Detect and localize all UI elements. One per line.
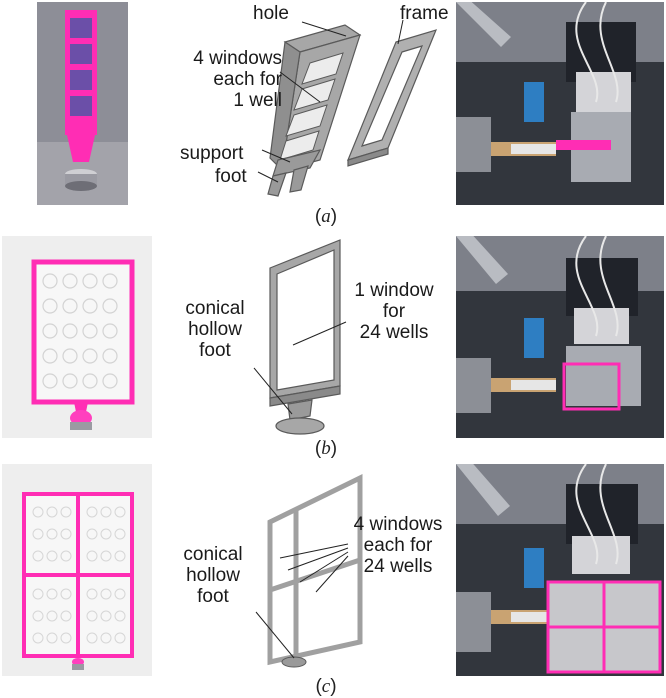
label-foot-b-line2: hollow (188, 319, 242, 340)
photo-beamline-c (456, 464, 664, 676)
label-foot-b-line1: conical (185, 298, 245, 319)
panel-c: 4 windows each for 24 wells conical holl… (0, 464, 666, 697)
photo-24-well-holder (2, 236, 152, 438)
panel-b: 1 window for 24 wells conical hollow foo… (0, 228, 666, 464)
label-window-b: 1 window for 24 wells (342, 280, 446, 343)
label-foot-b: conical hollow foot (170, 298, 260, 361)
label-windows-c: 4 windows each for 24 wells (348, 514, 448, 577)
photo-single-well-holder (37, 2, 128, 205)
label-window-b-line1: 1 window (354, 280, 434, 301)
caption-b-letter: b (321, 438, 331, 459)
label-windows-a-line3: 1 well (233, 90, 282, 111)
label-support: support (180, 143, 244, 164)
label-hole: hole (253, 3, 289, 24)
caption-a: (a) (314, 206, 338, 227)
photo-beamline-b (456, 236, 664, 438)
caption-c: (c) (315, 676, 337, 697)
label-window-b-line2: for (382, 301, 406, 322)
label-foot-c-line2: hollow (186, 565, 240, 586)
label-frame: frame (400, 3, 449, 24)
cad-drawing-24-well (230, 238, 370, 438)
label-window-b-line3: 24 wells (359, 322, 429, 343)
label-windows-c-line3: 24 wells (363, 556, 433, 577)
label-windows-a-line1: 4 windows (193, 48, 282, 69)
cad-drawing-four-window (250, 472, 370, 672)
photo-beamline-a (456, 2, 664, 205)
label-foot-c-line3: foot (197, 586, 229, 607)
label-windows-a-line2: each for (213, 69, 282, 90)
label-foot-b-line3: foot (199, 340, 231, 361)
label-windows-c-line2: each for (363, 535, 433, 556)
caption-a-letter: a (321, 206, 331, 227)
cad-drawing-single-well (160, 0, 450, 205)
panel-a: hole frame 4 windows each for 1 well sup… (0, 0, 666, 228)
photo-four-window-holder (2, 464, 152, 676)
label-windows-a: 4 windows each for 1 well (170, 48, 282, 111)
caption-c-letter: c (321, 676, 331, 697)
label-foot-c: conical hollow foot (168, 544, 258, 607)
label-windows-c-line1: 4 windows (353, 514, 443, 535)
label-foot: foot (215, 166, 247, 187)
caption-b: (b) (314, 438, 338, 459)
label-foot-c-line1: conical (183, 544, 243, 565)
